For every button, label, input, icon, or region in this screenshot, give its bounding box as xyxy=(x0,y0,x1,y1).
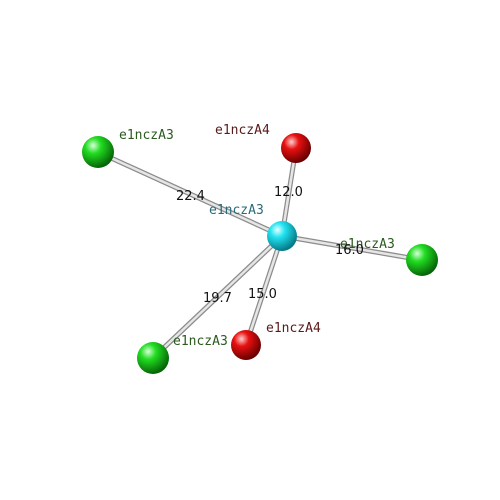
atom-label-a5: e1nczA4 xyxy=(266,321,321,336)
bond-a1 xyxy=(95,149,285,239)
distance-label-a1: 22.4 xyxy=(176,189,205,204)
atom-center xyxy=(267,221,297,251)
bonds-layer xyxy=(95,145,425,361)
atom-a4-green xyxy=(137,342,169,374)
distance-label-a4: 19.7 xyxy=(203,291,232,306)
distance-label-a2: 12.0 xyxy=(274,185,303,200)
atom-a5-red xyxy=(231,330,261,360)
bond-a3 xyxy=(279,233,425,263)
atom-a3-green xyxy=(406,244,438,276)
atom-label-a3: e1nczA3 xyxy=(340,237,395,252)
atom-label-center: e1nczA3 xyxy=(209,203,264,218)
distance-label-a3: 16.0 xyxy=(335,243,364,258)
atom-a2-red xyxy=(281,133,311,163)
atom-a1-green xyxy=(82,136,114,168)
bond-a5 xyxy=(243,233,285,348)
labels-layer: e1nczA322.4e1nczA412.0e1nczA316.0e1nczA3… xyxy=(119,123,395,349)
atom-label-a4: e1nczA3 xyxy=(173,334,228,349)
atom-label-a1: e1nczA3 xyxy=(119,128,174,143)
bond-a4 xyxy=(150,233,285,361)
distance-label-a5: 15.0 xyxy=(248,287,277,302)
atom-label-a2: e1nczA4 xyxy=(215,123,270,138)
atoms-layer xyxy=(82,133,438,374)
